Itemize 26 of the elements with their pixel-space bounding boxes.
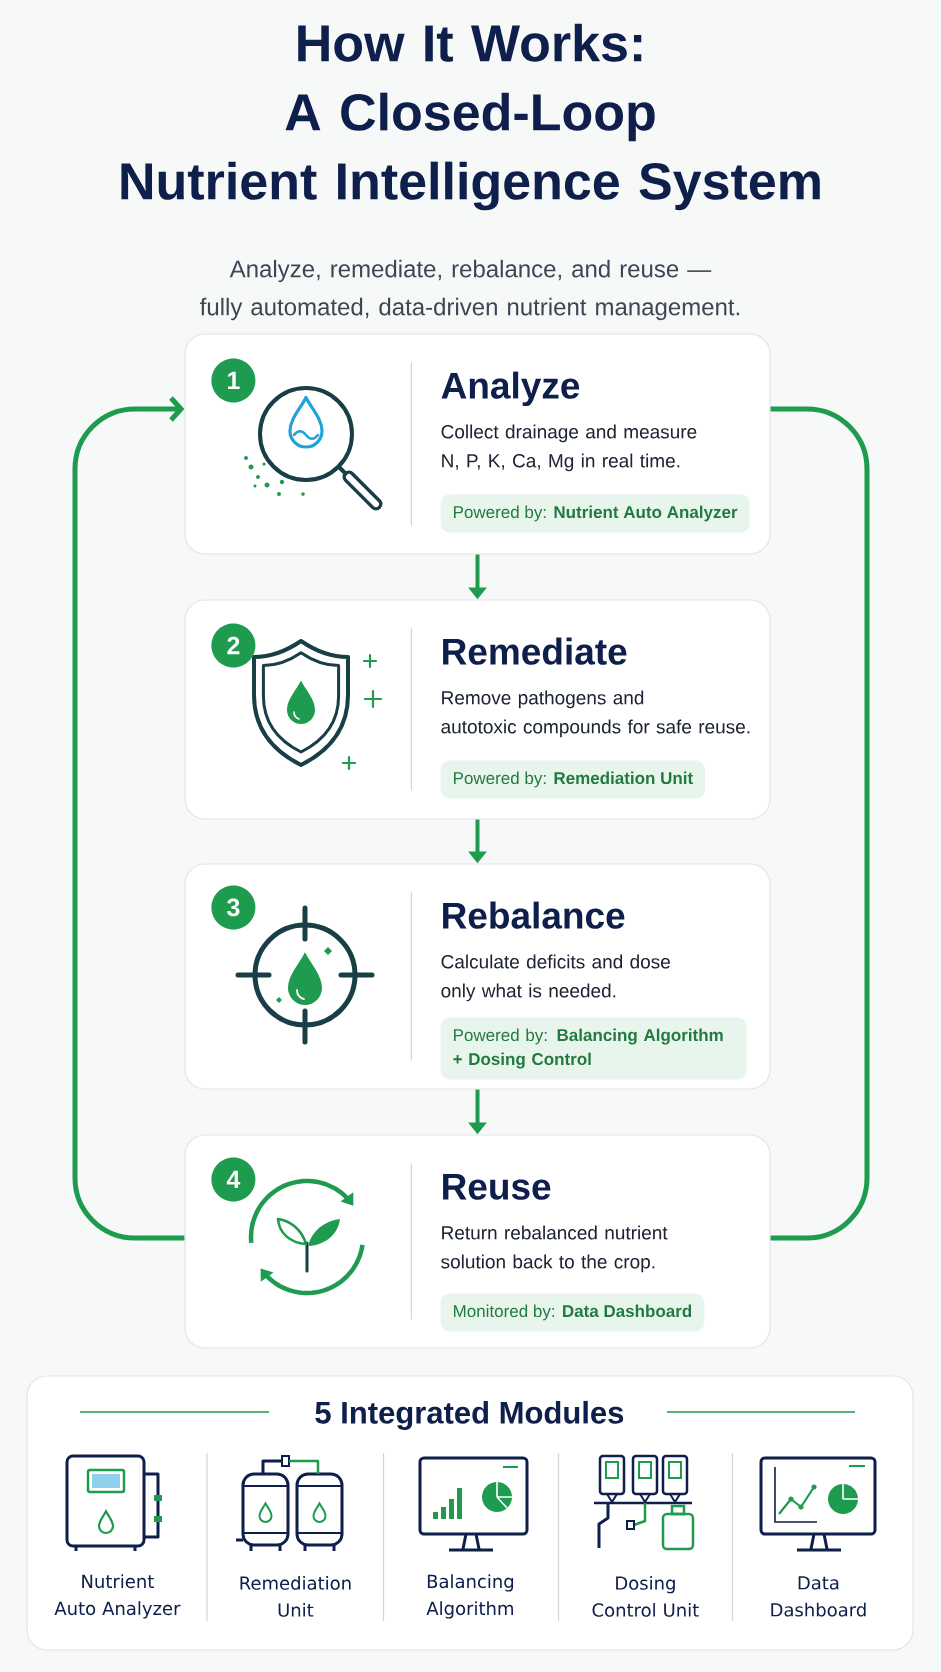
number-badge: 1 [211,358,256,403]
step-description: Return rebalanced nutrient solution back to the crop. [441,1225,668,1273]
module-label: Nutrient Auto Analyzer [54,1574,181,1619]
loop-arrow [72,396,185,1241]
info-tag: Powered by: Nutrient Auto Analyzer [440,494,750,533]
step-description: Collect drainage and measure N, P, K, Ca, Mg in real time. [441,424,697,472]
number-badge: 3 [211,885,256,930]
step-description: Remove pathogens and autotoxic compounds for safe reuse. [441,690,750,738]
modules-heading: 5 Integrated Modules [315,1400,624,1430]
info-tag: Powered by: Remediation Unit [440,760,706,799]
subtitle: Analyze, remediate, rebalance, and reuse — fully automated, data-driven nutrient management. [200,259,740,321]
info-tag: Powered by: Balancing Algorithm + Dosing Control [440,1017,747,1080]
module-label: Dosing Control Unit [592,1575,699,1617]
connector-line [770,406,870,1241]
step-title: Remediate [443,637,627,665]
step-title: Reuse [443,1173,551,1200]
module-label: Balancing Algorithm [426,1574,514,1619]
step-description: Calculate deficits and dose only what is needed. [441,954,670,1002]
module-label: Remediation Unit [240,1575,351,1617]
step-title: Rebalance [443,901,625,929]
number-badge: 2 [211,623,256,668]
step-title: Analyze [441,371,580,407]
module-label: Data Dashboard [771,1576,866,1617]
info-tag: Monitored by: Data Dashboard [440,1293,705,1332]
number-badge: 4 [211,1157,256,1202]
main-title: How It Works: A Closed-Loop Nutrient Intelligence System [121,23,820,211]
